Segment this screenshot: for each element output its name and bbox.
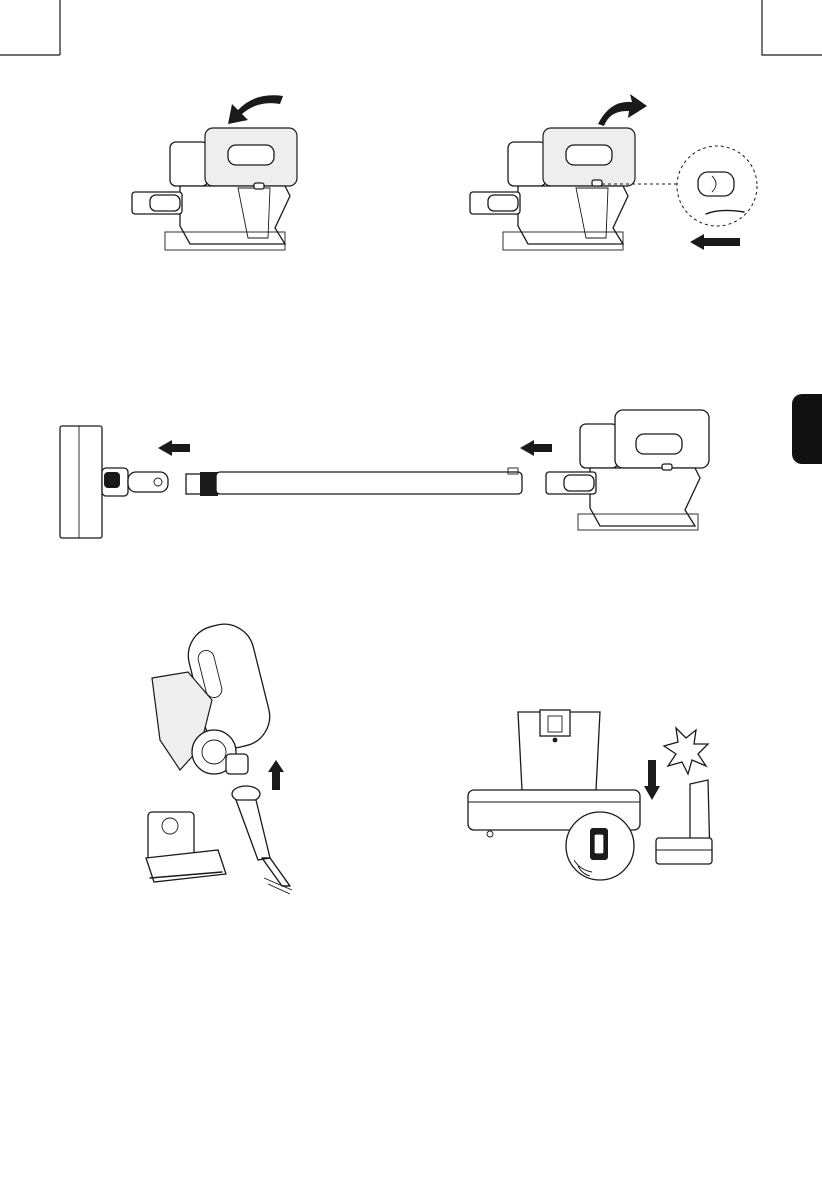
wall-mount-bracket: [656, 780, 712, 864]
spark-icon: [664, 728, 708, 774]
push-arrow-down-icon: [644, 760, 660, 800]
wall-mount-detail: [566, 812, 634, 880]
